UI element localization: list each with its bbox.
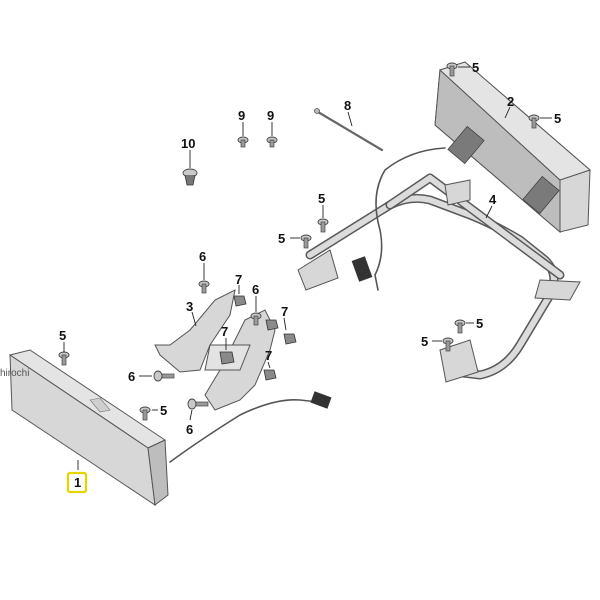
bolt-5-top — [446, 62, 458, 77]
callout-3: 3 — [186, 299, 193, 314]
nut-7-b — [265, 319, 279, 331]
callout-6: 6 — [186, 422, 193, 437]
callout-7: 7 — [235, 272, 242, 287]
callout-2: 2 — [507, 94, 514, 109]
bolt-5-mid-a — [317, 218, 329, 233]
bolt-5-lower-right-a — [454, 319, 466, 334]
callout-6: 6 — [199, 249, 206, 264]
bolt-5-bottom — [139, 406, 151, 421]
callout-5: 5 — [472, 60, 479, 75]
plate-connector — [310, 391, 332, 409]
part-1-plate-light[interactable] — [8, 349, 169, 507]
bolt-6-bottom — [187, 398, 209, 410]
bolt-9-b — [266, 136, 278, 148]
callout-5: 5 — [421, 334, 428, 349]
callout-5: 5 — [59, 328, 66, 343]
callout-6: 6 — [128, 369, 135, 384]
nut-7-a — [233, 295, 247, 307]
bolt-6-mid — [250, 312, 262, 326]
callout-10: 10 — [181, 136, 195, 151]
bolt-5-mid-b — [300, 234, 312, 249]
callout-6: 6 — [252, 282, 259, 297]
callout-4: 4 — [489, 192, 497, 207]
part-8-cable-tie[interactable] — [314, 108, 384, 152]
bolt-5-lower-right-b — [442, 337, 454, 352]
callout-5: 5 — [476, 316, 483, 331]
nut-7-c — [283, 333, 297, 345]
plate-wiring — [169, 398, 319, 463]
lamp-wiring — [374, 147, 446, 291]
part-3-brackets[interactable] — [154, 289, 276, 411]
nut-7-e — [263, 369, 277, 381]
callout-1: 1 — [74, 475, 81, 490]
callout-5: 5 — [318, 191, 325, 206]
highlight-box-callout-1 — [66, 471, 88, 494]
bolt-5-left — [58, 351, 70, 366]
bolt-6-top — [198, 280, 210, 294]
callout-5: 5 — [278, 231, 285, 246]
callout-7: 7 — [281, 304, 288, 319]
bolt-9-a — [237, 136, 249, 148]
callout-7: 7 — [265, 348, 272, 363]
nut-7-d — [219, 351, 235, 365]
leader-lines — [63, 66, 552, 470]
callout-labels: 5 2 5 8 9 9 10 5 4 5 6 7 6 7 3 7 5 5 5 7… — [59, 60, 561, 490]
connector-plug — [351, 256, 373, 282]
callout-7: 7 — [221, 324, 228, 339]
clip-10 — [182, 168, 198, 186]
bolt-6-left — [153, 370, 175, 382]
callout-8: 8 — [344, 98, 351, 113]
callout-5: 5 — [554, 111, 561, 126]
callout-9: 9 — [267, 108, 274, 123]
bolt-5-right — [528, 114, 540, 129]
watermark-text: hirochi — [0, 368, 29, 379]
callout-5: 5 — [160, 403, 167, 418]
callout-9: 9 — [238, 108, 245, 123]
